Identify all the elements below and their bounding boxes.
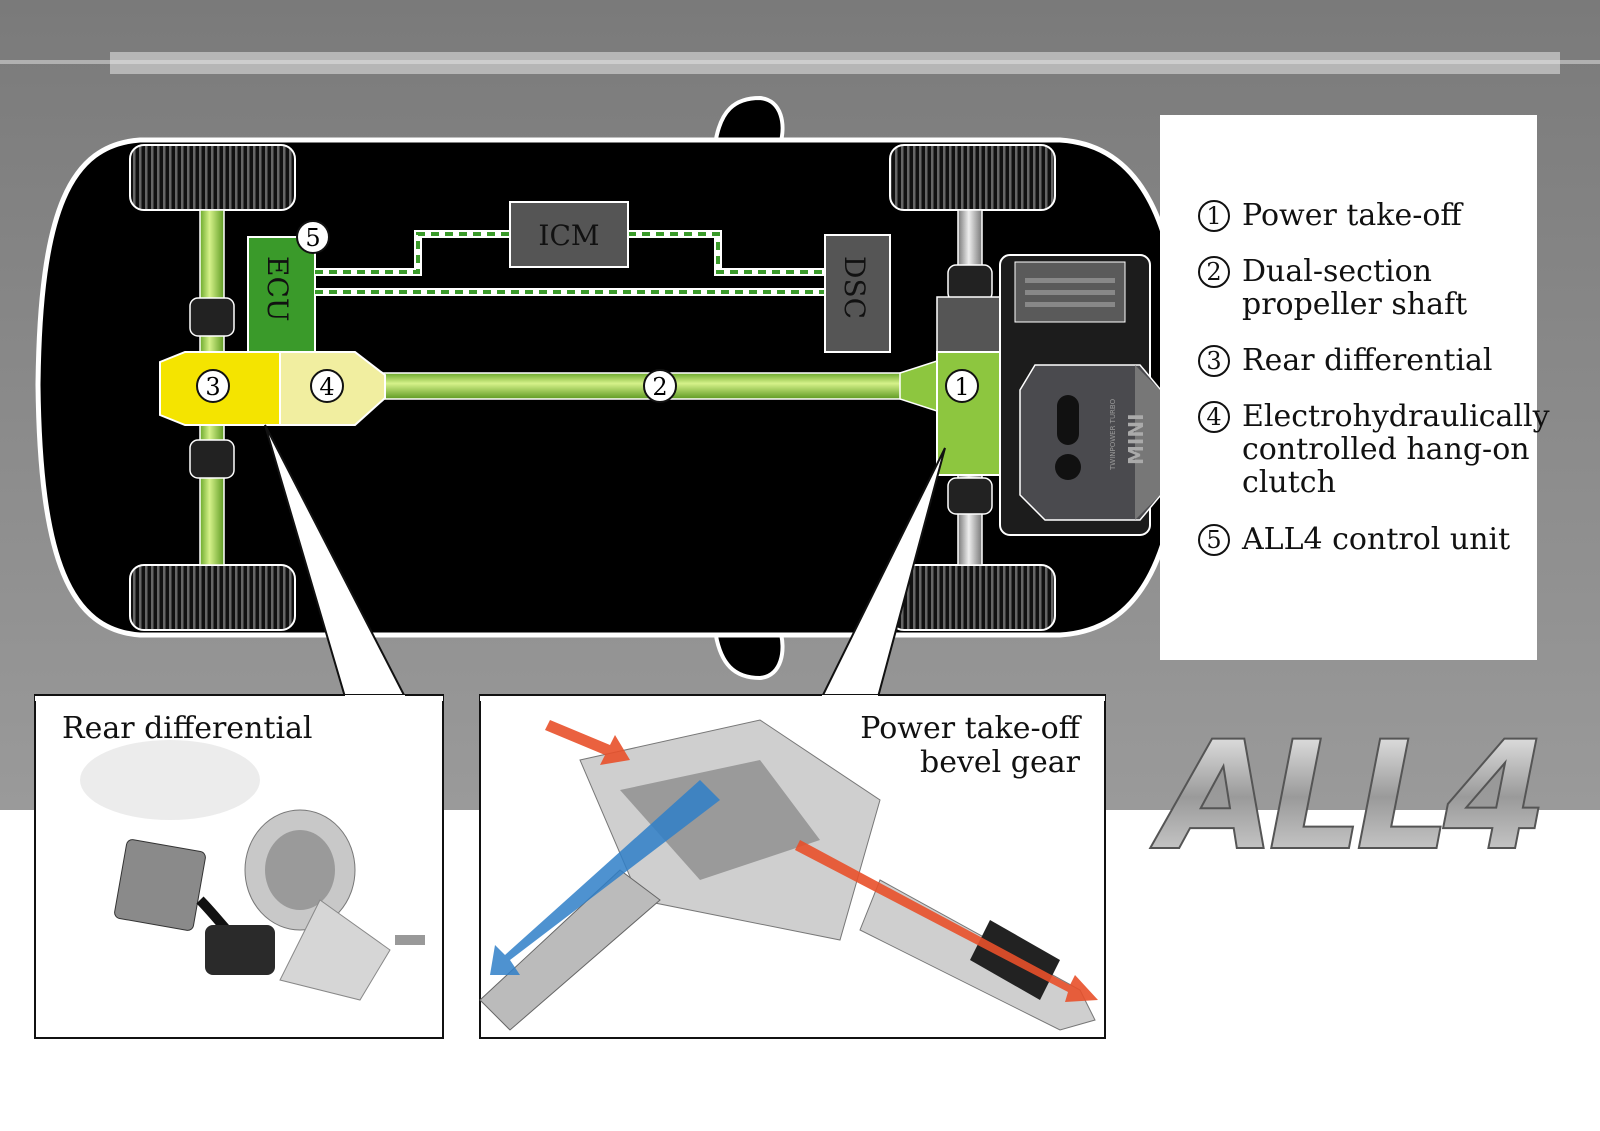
marker-1: 1	[945, 369, 979, 403]
power-take-off-render	[479, 719, 1098, 1031]
legend-panel: 1 Power take-off 2 Dual-section propeller …	[1160, 115, 1550, 660]
legend-number: 4	[1198, 401, 1230, 433]
svg-text:3: 3	[205, 373, 220, 401]
marker-4: 4	[310, 369, 344, 403]
front-boot-top	[947, 264, 993, 302]
legend-number: 2	[1198, 256, 1230, 288]
wheel-rear-right	[129, 564, 296, 631]
rear-boot-bottom	[189, 439, 235, 479]
dsc-label: DSC	[838, 256, 871, 319]
wheel-rear-left	[129, 144, 296, 211]
svg-text:1: 1	[954, 373, 969, 401]
legend-item-3: 3 Rear differential	[1198, 344, 1493, 377]
legend-number: 3	[1198, 345, 1230, 377]
legend-item-5: 5 ALL4 control unit	[1198, 523, 1510, 556]
red-arrow-out	[795, 840, 1098, 1002]
icm-label: ICM	[538, 219, 599, 252]
wheel-front-left	[889, 144, 1056, 211]
svg-text:5: 5	[305, 224, 320, 252]
front-boot-bottom	[947, 477, 993, 515]
wheel-front-right	[889, 564, 1056, 631]
legend-number: 1	[1198, 200, 1230, 232]
dsc-unit	[824, 234, 891, 353]
legend-item-1: 1 Power take-off	[1198, 199, 1462, 232]
callout-title-power-take-off: Power take-off bevel gear	[860, 711, 1080, 780]
legend-label: Rear differential	[1242, 343, 1493, 378]
ecu-unit	[247, 236, 316, 358]
engine-brand: MINI	[1124, 413, 1148, 465]
blue-arrow	[490, 780, 720, 975]
svg-text:2: 2	[652, 373, 667, 401]
legend-number: 5	[1198, 524, 1230, 556]
mirror-bottom	[712, 628, 785, 681]
road-edge	[0, 60, 1600, 64]
rear-differential-render	[80, 740, 425, 1001]
pto-gray-housing	[936, 296, 1001, 353]
icm-unit	[509, 201, 629, 268]
callout-panel-left	[34, 694, 444, 1039]
legend-label: Dual-section propeller shaft	[1242, 254, 1468, 322]
svg-text:4: 4	[319, 373, 334, 401]
marker-5: 5	[296, 220, 330, 254]
rear-boot-top	[189, 297, 235, 337]
engine: MINI TWINPOWER TURBO	[999, 254, 1166, 536]
legend-label: ALL4 control unit	[1242, 522, 1511, 557]
legend-item-4: 4 Electrohydraulically controlled hang-on…	[1198, 400, 1550, 499]
marker-3: 3	[196, 369, 230, 403]
legend-label: Power take-off	[1242, 198, 1462, 233]
legend-label: Electrohydraulically controlled hang-on …	[1242, 399, 1550, 500]
ecu-label: ECU	[261, 256, 294, 321]
engine-label: TWINPOWER TURBO	[1109, 398, 1117, 471]
legend-item-2: 2 Dual-section propeller shaft	[1198, 255, 1467, 321]
mirror-top	[712, 95, 785, 147]
marker-2: 2	[643, 369, 677, 403]
red-arrow-in	[545, 720, 630, 765]
callout-title-rear-differential: Rear differential	[62, 711, 313, 746]
